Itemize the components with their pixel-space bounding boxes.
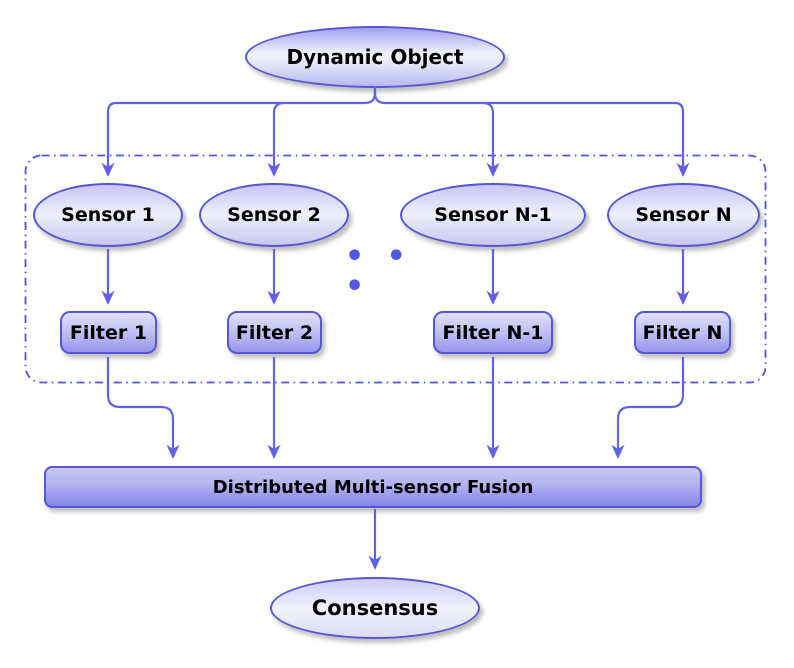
node-sensor-2: Sensor 2 — [199, 183, 349, 247]
edge-dynamic-to-sensor-1 — [101, 86, 377, 177]
node-filter-1-label: Filter 1 — [69, 321, 148, 344]
edge-filter-n-to-fusion — [611, 357, 685, 459]
node-fusion-label: Distributed Multi-sensor Fusion — [212, 476, 534, 498]
node-filter-1: Filter 1 — [60, 311, 157, 354]
node-sensor-n-1: Sensor N-1 — [400, 183, 586, 247]
node-consensus-label: Consensus — [311, 596, 439, 620]
node-sensor-n-1-label: Sensor N-1 — [434, 204, 552, 226]
node-sensor-1-label: Sensor 1 — [61, 204, 155, 226]
node-sensor-n: Sensor N — [607, 183, 760, 247]
node-sensor-1: Sensor 1 — [33, 183, 183, 247]
edge-dynamic-to-sensor-2 — [267, 101, 285, 177]
node-filter-2-label: Filter 2 — [235, 321, 314, 344]
edge-dynamic-to-sensor-n — [373, 86, 690, 177]
node-sensor-n-label: Sensor N — [635, 204, 732, 226]
node-filter-n-label: Filter N — [642, 321, 723, 344]
node-dynamic-object-label: Dynamic Object — [286, 45, 464, 69]
node-consensus: Consensus — [270, 577, 480, 639]
node-fusion-bar: Distributed Multi-sensor Fusion — [44, 466, 702, 508]
edge-dynamic-to-sensor-n-1 — [482, 101, 500, 177]
node-dynamic-object: Dynamic Object — [245, 26, 505, 88]
edge-filter-1-to-fusion — [106, 357, 180, 459]
node-filter-n-1: Filter N-1 — [433, 311, 553, 354]
node-filter-n-1-label: Filter N-1 — [442, 321, 544, 344]
node-filter-n: Filter N — [634, 311, 731, 354]
node-filter-2: Filter 2 — [227, 311, 322, 354]
ellipsis-dots-icon: • • • — [345, 239, 412, 304]
node-sensor-2-label: Sensor 2 — [227, 204, 321, 226]
